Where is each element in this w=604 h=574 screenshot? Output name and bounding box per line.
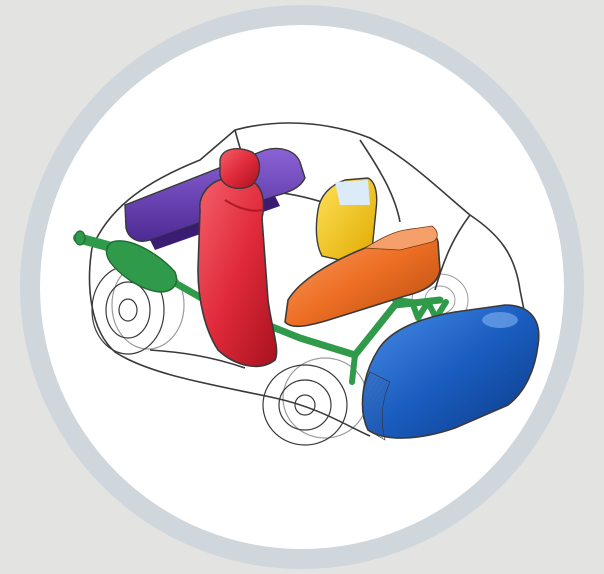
car-cutaway-illustration: [0, 0, 604, 574]
illustration-stage: [0, 0, 604, 574]
